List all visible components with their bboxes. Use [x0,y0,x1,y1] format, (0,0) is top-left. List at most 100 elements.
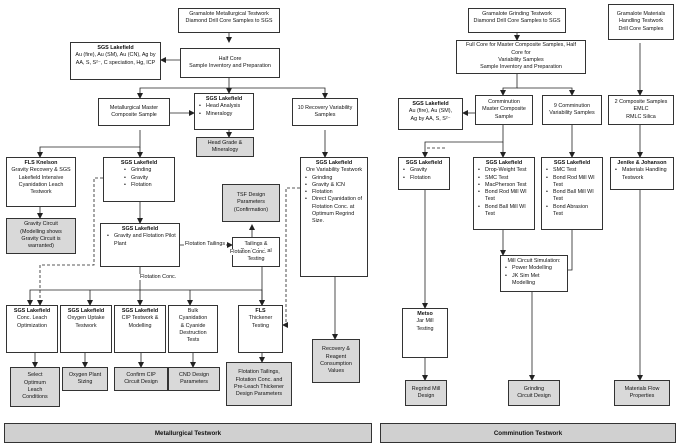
head-grade-text: Head Grade & Mineralogy [207,139,243,153]
gf-item-1: Gravity [403,167,446,175]
recovery-variability-box: 10 Recovery Variability Samples [292,98,358,126]
jenike-lab: Jenike & Johanson [617,160,667,166]
cip-testwork-text: CIP Testwork & Modelling [121,315,159,329]
tests-1-item-1: Drop-Weight Test [478,167,531,175]
bulk-cyanidation-box: Bulk Cyanidation & Cyanide Destruction T… [168,305,218,353]
tests-2-lab: SGS Lakefield [553,160,591,166]
comminution-variability-text: 9 Comminution Variability Samples [549,102,595,116]
cip-testwork-lab: SGS Lakefield [121,308,159,314]
tests-1-lab: SGS Lakefield [485,160,523,166]
comminution-master-box: Comminution Master Composite Sample [475,95,533,125]
gf-item-2: Flotation [403,175,446,183]
half-core-assay-box: SGS Lakefield Au (fire), Au (SM), Au (CN… [70,42,161,80]
recovery-reagent-output: Recovery & Reagent Consumption Values [312,339,360,383]
metallurgical-footer-text: Metallurgical Testwork [154,429,222,437]
head-grade-output: Head Grade & Mineralogy [196,137,254,157]
cnd-design-output: CND Design Parameters [168,367,220,391]
oxygen-uptake-lab: SGS Lakefield [67,308,105,314]
ore-variability-box: SGS Lakefield Ore Variability Testwork G… [300,157,368,277]
ore-var-item-1: Grinding [305,175,364,183]
pilot-plant-box: SGS Lakefield Gravity and Flotation Pilo… [100,223,180,267]
ggf-lab: SGS Lakefield [120,160,158,166]
ore-var-item-3: Flotation [305,189,364,197]
ggf-item-1: Grinding [124,167,171,175]
thickener-design-output: Flotation Tailings, Flotation Conc. and … [226,362,292,406]
full-core-box: Full Core for Master Composite Samples, … [456,40,586,74]
comminution-assay-box: SGS Lakefield Au (fire), Au (SM), Ag by … [398,98,463,130]
mill-simulation-box: Mill Circuit Simulation: Power Modelling… [500,255,568,292]
comminution-variability-box: 9 Comminution Variability Samples [542,95,602,125]
half-core-assay-text: Au (fire), Au (SM), Au (CN), Ag by AA, S… [75,52,156,66]
cip-testwork-box: SGS Lakefield CIP Testwork & Modelling [114,305,166,353]
comminution-footer-text: Comminution Testwork [493,429,563,437]
oxygen-uptake-box: SGS Lakefield Oxygen Uptake Testwork [60,305,112,353]
conc-leach-lab: SGS Lakefield [13,308,51,314]
composite-samples-box: 2 Composite Samples EMLC RMLC Silica [608,95,674,125]
grinding-gravity-flotation-box: SGS Lakefield Grinding Gravity Flotation [103,157,175,202]
head-item-2: Mineralogy [199,111,250,119]
fls-knelson-title: FLS Knelson [24,160,58,166]
pilot-plant-item: Gravity and Flotation Pilot Plant [107,233,176,248]
oxygen-plant-text: Oxygen Plant Sizing [68,371,102,385]
recovery-reagent-text: Recovery & Reagent Consumption Values [320,346,352,375]
conc-leach-box: SGS Lakefield Conc. Leach Optimization [6,305,58,353]
gravity-circuit-text: Gravity Circuit (Modelling shows Gravity… [20,221,62,250]
gravity-circuit-output: Gravity Circuit (Modelling shows Gravity… [6,218,76,254]
cnd-design-text: CND Design Parameters [179,371,209,385]
gravity-flotation-lab: SGS Lakefield [405,160,443,166]
tests-1-item-4: Bond Rod Mill WI Test [478,189,531,204]
tests-2-item-2: Bond Rod Mill WI Test [546,175,599,190]
materials-source-text: Gramalote Materials Handling Testwork Dr… [616,11,666,32]
tests-1-item-2: SMC Test [478,175,531,183]
comminution-tests-1-box: SGS Lakefield Drop-Weight Test SMC Test … [473,157,535,230]
flotation-conc-label-2: Flotation Conc. [229,249,268,255]
ore-var-item-4: Direct Cyanidation of Flotation Conc. at… [305,196,364,225]
regrind-mill-output: Regrind Mill Design [405,380,447,406]
comminution-source-box: Gramalote Grinding Testwork Diamond Dril… [468,8,566,33]
oxygen-uptake-text: Oxygen Uptake Testwork [67,315,105,329]
tests-1-item-3: MacPherson Test [478,182,531,190]
comminution-assay-text: Au (fire), Au (SM), Ag by AA, S, S²⁻ [408,108,453,122]
fls-thickener-box: FLS Thickener Testing [238,305,283,353]
half-core-text: Half Core Sample Inventory and Preparati… [189,55,271,69]
gravity-flotation-box: SGS Lakefield Gravity Flotation [398,157,450,190]
head-item-1: Head Analysis [199,103,250,111]
select-leach-output: Select Optimum Leach Conditions [10,367,60,407]
ggf-item-3: Flotation [124,182,171,190]
comminution-source-text: Gramalote Grinding Testwork Diamond Dril… [473,11,561,25]
fls-knelson-box: FLS Knelson Gravity Recovery & SGS Lakef… [6,157,76,207]
comminution-footer: Comminution Testwork [380,423,676,443]
tsf-design-text: TSF Design Parameters (Confirmation) [233,192,269,213]
materials-flow-text: Materials Flow Properties [624,385,660,399]
recovery-variability-text: 10 Recovery Variability Samples [297,104,353,118]
comminution-assay-lab: SGS Lakefield [412,101,449,107]
tests-1-item-5: Bond Ball Mill WI Test [478,204,531,219]
tests-2-item-1: SMC Test [546,167,599,175]
tsf-design-output: TSF Design Parameters (Confirmation) [222,184,280,222]
select-leach-text: Select Optimum Leach Conditions [22,372,48,401]
jenike-item-1: Materials Handling Testwork [615,167,670,182]
confirm-cip-text: Confirm CIP Circuit Design [124,371,158,385]
regrind-mill-text: Regrind Mill Design [411,385,441,399]
pilot-plant-lab: SGS Lakefield [121,226,159,232]
head-analysis-box: SGS Lakefield Head Analysis Mineralogy [194,93,254,130]
grinding-circuit-text: Grinding Circuit Design [517,385,551,399]
ore-var-item-2: Gravity & ICN [305,182,364,190]
metallurgical-source-text: Gramalote Metallurgical Testwork Diamond… [185,11,273,25]
materials-flow-output: Materials Flow Properties [614,380,670,406]
thickener-design-text: Flotation Tailings, Flotation Conc. and … [234,369,284,398]
comminution-tests-2-box: SGS Lakefield SMC Test Bond Rod Mill WI … [541,157,603,230]
confirm-cip-output: Confirm CIP Circuit Design [114,367,168,391]
metso-box: Metso Jar Mill Testing [402,308,448,358]
comminution-master-text: Comminution Master Composite Sample [482,99,526,120]
half-core-assay-lab: SGS Lakefield [97,45,134,51]
conc-leach-text: Conc. Leach Optimization [16,315,48,329]
mill-sim-item-2: JK Sim Met Modelling [505,273,564,288]
head-analysis-lab: SGS Lakefield [205,96,243,102]
half-core-box: Half Core Sample Inventory and Preparati… [180,48,280,78]
metallurgical-master-box: Metallurgical Master Composite Sample [98,98,170,126]
ore-variability-lab: SGS Lakefield [315,160,353,166]
jenike-box: Jenike & Johanson Materials Handling Tes… [610,157,674,190]
fls-thickener-text: Thickener Testing [248,315,273,329]
full-core-text: Full Core for Master Composite Samples, … [466,42,576,71]
